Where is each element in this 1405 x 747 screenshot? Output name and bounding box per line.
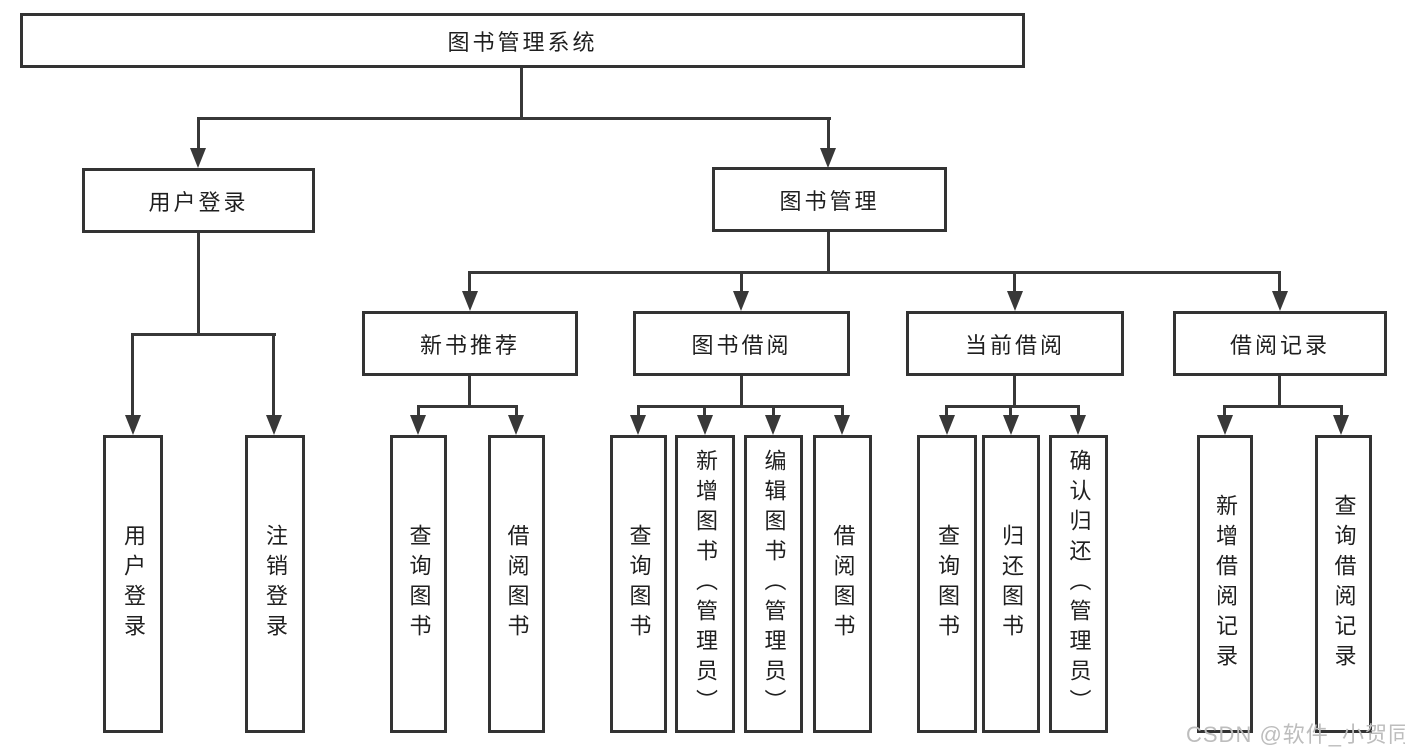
node-current-borrow-label: 当前借阅 (964, 332, 1065, 358)
leaf-newbooks-query: 查询图书 (390, 435, 447, 733)
leaf-borrow-add-admin-label: 新增图书（管理员） (693, 449, 718, 719)
connector-stem-bookborrow-borrow (841, 405, 844, 419)
connector-stem-bookborrow-edit (772, 405, 775, 419)
node-user-login: 用户登录 (82, 168, 315, 233)
connector-bookborrow-bar (637, 405, 844, 408)
arrow-down-icon (1070, 415, 1086, 435)
leaf-borrow-edit-admin: 编辑图书（管理员） (744, 435, 803, 733)
leaf-borrow-edit-admin-label: 编辑图书（管理员） (761, 449, 787, 719)
leaf-user-login-label: 用户登录 (121, 524, 146, 644)
leaf-newbooks-borrow: 借阅图书 (488, 435, 545, 733)
connector-level1-bar (197, 117, 831, 120)
connector-stem-current-confirm (1077, 405, 1080, 419)
leaf-logout: 注销登录 (245, 435, 305, 733)
connector-newbooks-trunk (468, 374, 471, 407)
node-new-book-recommend-label: 新书推荐 (419, 332, 520, 358)
node-book-borrow: 图书借阅 (633, 311, 850, 376)
connector-stem-bookborrow-query (637, 405, 640, 419)
connector-bookborrow-trunk (740, 374, 743, 407)
leaf-current-query: 查询图书 (917, 435, 977, 733)
csdn-watermark: CSDN @软件_小贺同学 (1186, 722, 1405, 747)
connector-records-bar (1223, 405, 1343, 408)
arrow-down-icon (1217, 415, 1233, 435)
arrow-down-icon (1003, 415, 1019, 435)
connector-book-management-trunk (827, 230, 830, 273)
connector-user-login-trunk (197, 231, 200, 335)
connector-currentborrow-trunk (1013, 374, 1016, 407)
arrow-down-icon (733, 291, 749, 311)
connector-stem-leaf-user-login (131, 333, 134, 416)
arrow-down-icon (697, 415, 713, 435)
connector-stem-records-add (1223, 405, 1226, 419)
arrow-down-icon (125, 415, 141, 435)
leaf-current-query-label: 查询图书 (935, 524, 960, 644)
connector-stem-current-return (1009, 405, 1012, 419)
connector-stem-user-login (197, 117, 200, 149)
leaf-records-add-label: 新增借阅记录 (1213, 494, 1238, 674)
arrow-down-icon (266, 415, 282, 435)
node-new-book-recommend: 新书推荐 (362, 311, 578, 376)
connector-stem-records-query (1340, 405, 1343, 419)
leaf-records-query: 查询借阅记录 (1315, 435, 1372, 733)
arrow-down-icon (1007, 291, 1023, 311)
arrow-down-icon (939, 415, 955, 435)
connector-stem-book-borrow (740, 271, 743, 293)
arrow-down-icon (1333, 415, 1349, 435)
leaf-user-login: 用户登录 (103, 435, 163, 733)
arrow-down-icon (410, 415, 426, 435)
connector-newbooks-bar (417, 405, 518, 408)
arrow-down-icon (190, 148, 206, 168)
arrow-down-icon (630, 415, 646, 435)
arrow-down-icon (834, 415, 850, 435)
leaf-current-return: 归还图书 (982, 435, 1040, 733)
node-borrow-records-label: 借阅记录 (1229, 332, 1330, 358)
connector-user-login-bar (131, 333, 276, 336)
leaf-newbooks-borrow-label: 借阅图书 (504, 524, 530, 644)
leaf-current-confirm-admin: 确认归还（管理员） (1049, 435, 1108, 733)
leaf-borrow-query: 查询图书 (610, 435, 667, 733)
leaf-newbooks-query-label: 查询图书 (406, 524, 432, 644)
node-borrow-records: 借阅记录 (1173, 311, 1387, 376)
connector-stem-borrow-records (1278, 271, 1281, 293)
connector-records-trunk (1278, 374, 1281, 407)
connector-stem-new-book-recommend (468, 271, 471, 293)
connector-root-trunk (520, 66, 523, 118)
arrow-down-icon (462, 291, 478, 311)
connector-stem-newbooks-query (417, 405, 420, 419)
leaf-borrow-add-admin: 新增图书（管理员） (675, 435, 735, 733)
leaf-logout-label: 注销登录 (263, 524, 288, 644)
arrow-down-icon (765, 415, 781, 435)
node-book-management-label: 图书管理 (779, 188, 880, 214)
connector-stem-leaf-logout (272, 333, 275, 416)
leaf-borrow-query-label: 查询图书 (626, 524, 652, 644)
connector-stem-bookborrow-add (703, 405, 706, 419)
connector-stem-current-borrow (1013, 271, 1016, 293)
node-root: 图书管理系统 (20, 13, 1025, 68)
connector-stem-current-query (945, 405, 948, 419)
leaf-records-query-label: 查询借阅记录 (1331, 494, 1357, 674)
leaf-borrow-borrow-label: 借阅图书 (830, 524, 856, 644)
leaf-current-confirm-admin-label: 确认归还（管理员） (1066, 449, 1092, 719)
connector-stem-book-management (827, 117, 830, 149)
connector-stem-newbooks-borrow (515, 405, 518, 419)
node-root-label: 图书管理系统 (447, 29, 598, 55)
leaf-borrow-borrow: 借阅图书 (813, 435, 872, 733)
leaf-records-add: 新增借阅记录 (1197, 435, 1253, 733)
connector-level2-bar (468, 271, 1281, 274)
arrow-down-icon (820, 148, 836, 168)
node-user-login-label: 用户登录 (148, 189, 249, 215)
node-book-borrow-label: 图书借阅 (691, 332, 792, 358)
connector-currentborrow-bar (945, 405, 1080, 408)
node-current-borrow: 当前借阅 (906, 311, 1124, 376)
arrow-down-icon (508, 415, 524, 435)
arrow-down-icon (1272, 291, 1288, 311)
node-book-management: 图书管理 (712, 167, 947, 232)
leaf-current-return-label: 归还图书 (999, 524, 1024, 644)
